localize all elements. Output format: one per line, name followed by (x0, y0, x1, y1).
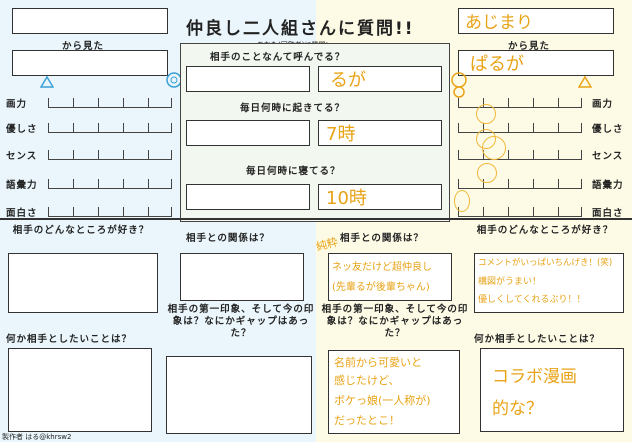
question-relation-right: 相手との関係は？ (340, 233, 424, 244)
like-answer-line: 優しくしてくれるぶり！！ (478, 295, 586, 305)
impression-answer-line: 感じたけど、 (334, 374, 400, 387)
want-right-box[interactable] (480, 348, 624, 432)
question-want-left: 何か相手としたいことは？ (6, 334, 133, 345)
left-from-seen-label: から見た (62, 41, 105, 52)
triangle-icon (40, 76, 54, 88)
sleep-right-box[interactable] (318, 184, 442, 210)
impression-left-box[interactable] (166, 356, 312, 434)
stat-ruler[interactable] (458, 97, 582, 108)
relation-left-box[interactable] (180, 253, 304, 301)
stat-label: 優しさ (6, 124, 38, 135)
stat-ruler[interactable] (458, 149, 582, 160)
stat-mark (482, 136, 506, 160)
stat-label: 優しさ (592, 124, 624, 135)
call-right-box[interactable] (318, 66, 442, 92)
question-impression-right: 相手の第一印象、そして今の印象は？なにかギャップはあった？ (321, 304, 469, 339)
stat-mark (477, 163, 497, 183)
impression-answer-line: だったとこ！ (334, 414, 400, 427)
question-like-right: 相手のどんなところが好き？ (476, 225, 614, 236)
stat-label: 語彙力 (592, 180, 624, 191)
stat-label: センス (6, 151, 38, 162)
left-name-box[interactable] (12, 8, 168, 34)
wake-answer: 7時 (326, 124, 356, 145)
want-answer-line: 的な？ (492, 399, 543, 419)
section-divider (0, 218, 632, 220)
question-sleep: 毎日何時に寝てる？ (246, 166, 341, 177)
stat-label: 語彙力 (6, 180, 38, 191)
stat-label: 面白さ (592, 208, 624, 219)
like-left-box[interactable] (8, 253, 158, 313)
impression-right-box[interactable] (328, 350, 460, 434)
credit: 製作者 はる@khrsw2 (2, 433, 72, 441)
left-name2-box[interactable] (12, 50, 168, 76)
stat-label: 画力 (6, 99, 28, 110)
sleep-left-box[interactable] (186, 184, 310, 210)
want-left-box[interactable] (8, 348, 152, 432)
like-answer-line: コメントがいっぱいちんげき！(笑) (478, 258, 613, 268)
stat-ruler[interactable] (48, 97, 172, 108)
question-like-left: 相手のどんなところが好き？ (12, 225, 150, 236)
right-name2-answer: ぱるが (470, 54, 524, 75)
stat-ruler[interactable] (458, 122, 582, 133)
right-name2-box[interactable] (458, 50, 614, 76)
want-answer-line: コラボ漫画 (492, 367, 577, 387)
wake-left-box[interactable] (186, 120, 310, 146)
triangle-icon (578, 76, 592, 88)
stat-ruler[interactable] (48, 149, 172, 160)
right-name-box[interactable] (458, 8, 614, 34)
question-call: 相手のことなんて呼んでる？ (210, 52, 346, 63)
relation-right-box[interactable] (328, 253, 452, 301)
stat-ruler[interactable] (458, 206, 582, 217)
stat-mark (454, 190, 470, 212)
stat-ruler[interactable] (48, 178, 172, 189)
stat-label: 画力 (592, 99, 614, 110)
sleep-answer: 10時 (326, 188, 367, 209)
call-left-box[interactable] (186, 66, 310, 92)
relation-answer-line: ネッ友だけど超仲良し (332, 262, 432, 273)
stat-label: 面白さ (6, 208, 38, 219)
like-answer-line: 構図がうまい！ (478, 277, 542, 287)
wake-right-box[interactable] (318, 120, 442, 146)
call-answer: るが (330, 70, 366, 91)
question-impression-left: 相手の第一印象、そして今の印象は？なにかギャップはあった？ (167, 304, 315, 339)
like-right-box[interactable] (474, 253, 624, 313)
sparkle-icon (451, 72, 467, 98)
right-from-seen-label: から見た (508, 41, 551, 52)
stat-mark (476, 104, 496, 124)
impression-answer-line: ボケっ娘(一人称が) (334, 394, 431, 407)
stat-ruler[interactable] (48, 206, 172, 217)
question-want-right: 何か相手としたいことは？ (474, 334, 601, 345)
impression-answer-line: 名前から可愛いと (334, 356, 422, 369)
relation-answer-line: (先輩るが後輩ちゃん) (332, 282, 430, 293)
stat-label: センス (592, 151, 624, 162)
question-wake: 毎日何時に起きてる？ (240, 103, 346, 114)
stat-ruler[interactable] (458, 178, 582, 189)
page-title: 仲良し二人組さんに質問!! (186, 19, 415, 39)
question-relation-left: 相手との関係は？ (186, 233, 270, 244)
right-name-answer: あじまり (465, 13, 533, 33)
stat-ruler[interactable] (48, 122, 172, 133)
